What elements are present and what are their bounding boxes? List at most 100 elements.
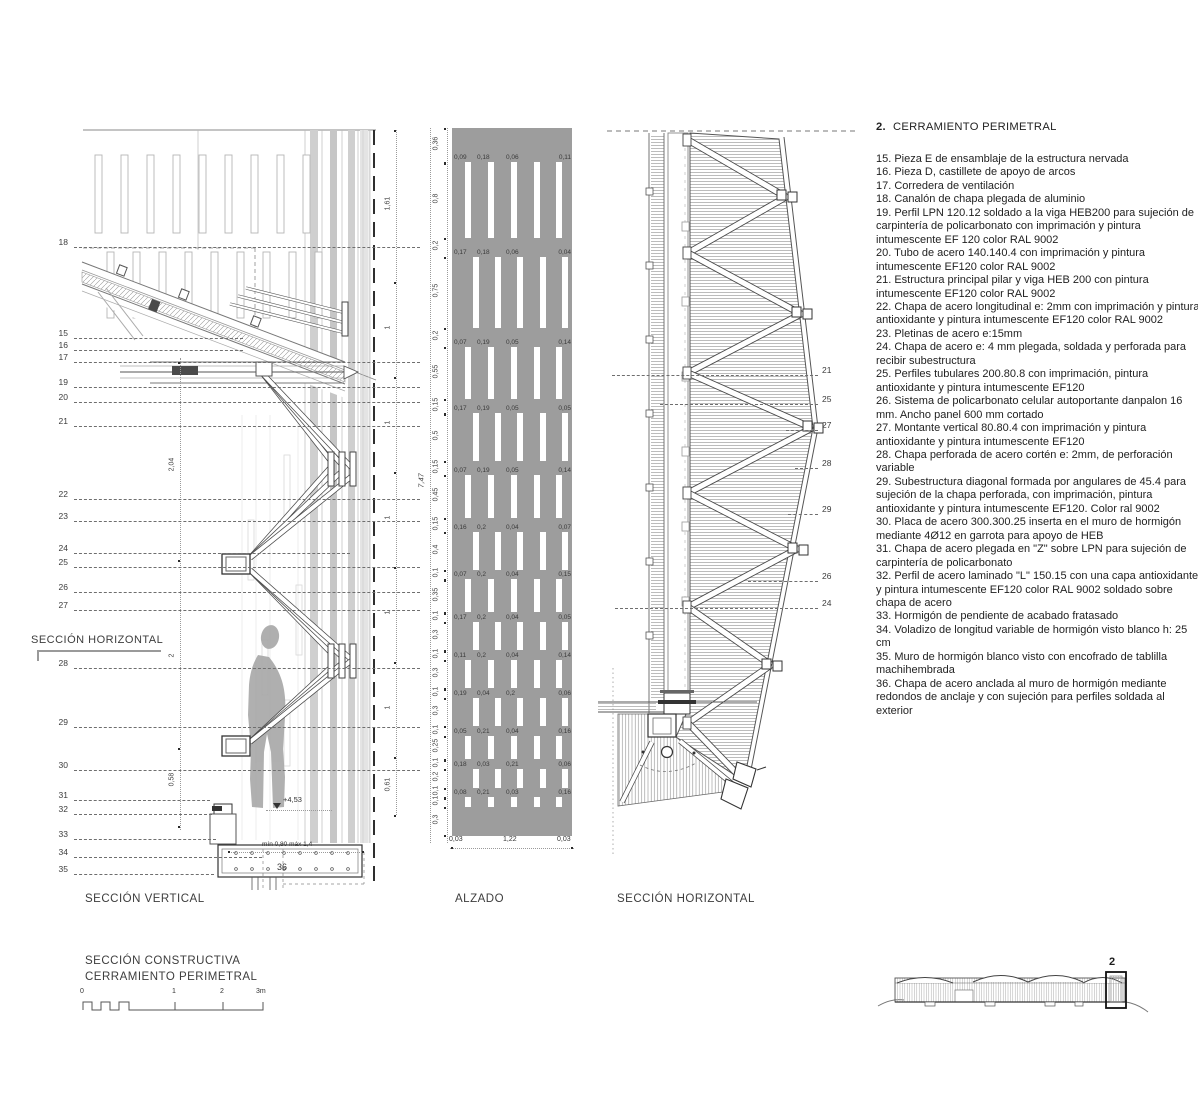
slot-spacing-dim: 0,18 <box>477 154 490 162</box>
footer-line2: CERRAMIENTO PERIMETRAL <box>85 971 258 983</box>
inner-section-mark <box>37 650 161 661</box>
alzado-band-dim: 0,2 <box>432 241 440 251</box>
dimension-label: 2 <box>168 653 176 658</box>
panel-slot <box>465 474 471 518</box>
slot-spacing-dim: 0,06 <box>506 248 519 256</box>
note-label: 1 <box>172 988 176 995</box>
callout-leader <box>74 553 350 554</box>
slot-spacing-dim: 0,14 <box>558 466 571 474</box>
slot-spacing-dim: 0,17 <box>454 405 467 413</box>
callout-number: 26 <box>822 571 832 581</box>
panel-slot <box>562 413 568 461</box>
legend-item: 29. Subestructura diagonal formada por a… <box>876 475 1187 515</box>
callout-number: 18 <box>58 237 68 247</box>
panel-slot <box>534 474 540 518</box>
dim-tick <box>444 346 447 350</box>
panel-slot <box>540 697 546 727</box>
slot-spacing-dim: 0,07 <box>558 523 571 531</box>
callout-leader <box>74 499 420 500</box>
callout-leader <box>74 839 216 840</box>
panel-slot <box>562 768 568 788</box>
slot-spacing-dim: 0,07 <box>454 571 467 579</box>
slot-spacing-dim: 0,04 <box>506 727 519 735</box>
dim-tick <box>444 256 447 260</box>
panel-slot <box>473 256 479 328</box>
dim-tick <box>394 567 397 570</box>
note-label: +4,53 <box>283 795 302 804</box>
alzado-band-dim: 0,3 <box>432 814 440 825</box>
dim-tick <box>444 460 447 464</box>
panel-slot <box>540 531 546 570</box>
legend-title-text: CERRAMIENTO PERIMETRAL <box>892 121 1057 133</box>
slot-spacing-dim: 0,2 <box>477 571 487 579</box>
legend-title-number: 2. <box>876 121 886 133</box>
callout-leader <box>748 581 818 582</box>
slot-spacing-dim: 0,14 <box>558 338 571 346</box>
dim-tick <box>571 847 574 850</box>
callout-number: 23 <box>58 511 68 521</box>
callout-leader <box>74 592 420 593</box>
slot-spacing-dim: 0,2 <box>477 651 487 659</box>
alzado-band-dim: 0,2 <box>432 331 440 341</box>
alzado-band-dim: 0,8 <box>432 193 440 204</box>
detail-reference-number: 2 <box>1109 956 1116 968</box>
panel-slot <box>511 659 517 689</box>
legend-item: 17. Corredera de ventilación <box>876 179 1015 192</box>
slot-spacing-dim: 0,2 <box>477 523 487 531</box>
callout-leader <box>74 567 420 568</box>
slot-spacing-dim: 0,04 <box>506 613 519 621</box>
panel-slot <box>517 531 523 570</box>
slot-spacing-dim: 0,2 <box>506 689 516 697</box>
dim-tick <box>444 474 447 478</box>
callout-number: 31 <box>58 790 68 800</box>
callout-number: 24 <box>822 598 832 608</box>
dim-tick <box>394 662 397 665</box>
callout-leader <box>74 387 420 388</box>
slot-spacing-dim: 0,04 <box>558 248 571 256</box>
note-label: 0,03 <box>557 836 571 843</box>
dim-tick <box>444 517 447 520</box>
slot-spacing-dim: 0,15 <box>558 571 571 579</box>
panel-slot <box>534 579 540 613</box>
slot-spacing-dim: 0,04 <box>477 689 490 697</box>
callout-number: 32 <box>58 804 68 814</box>
scale-bar <box>82 1001 264 1011</box>
dim-tick <box>178 560 181 563</box>
panel-slot <box>495 413 501 461</box>
legend-item: 34. Voladizo de longitud variable de hor… <box>876 623 1188 650</box>
panel-slot <box>465 659 471 689</box>
legend-items: 15. Pieza E de ensamblaje de la estructu… <box>876 153 1198 718</box>
dim-tick <box>444 797 447 800</box>
legend-item: 28. Chapa perforada de acero cortén e: 2… <box>876 448 1173 475</box>
panel-slot <box>534 797 540 807</box>
panel-slot <box>556 797 562 807</box>
wall-band <box>645 133 665 713</box>
callout-number: 30 <box>58 760 68 770</box>
callout-leader <box>74 521 420 522</box>
alzado-bottom-dim-line <box>450 848 574 849</box>
callout-number: 21 <box>822 365 832 375</box>
dim-tick <box>444 768 447 772</box>
legend-item: 22. Chapa de acero longitudinal e: 2mm c… <box>876 300 1198 327</box>
roof-assembly <box>81 261 377 398</box>
note-label: 1,22 <box>503 836 517 843</box>
alzado-total-dim-line <box>430 128 431 843</box>
callout-number: 27 <box>822 420 832 430</box>
callout-number: 16 <box>58 340 68 350</box>
dim-tick <box>451 847 454 850</box>
alzado-band-dim: 0,55 <box>432 364 440 379</box>
panel-slot <box>556 162 562 238</box>
panel-slot <box>495 768 501 788</box>
slot-spacing-dim: 0,11 <box>558 154 571 162</box>
alzado-band-dim: 0,15 <box>432 397 440 412</box>
slot-spacing-dim: 0,17 <box>454 248 467 256</box>
dim-tick <box>444 237 447 241</box>
callout-number: 29 <box>58 717 68 727</box>
base-wedge <box>598 690 767 810</box>
